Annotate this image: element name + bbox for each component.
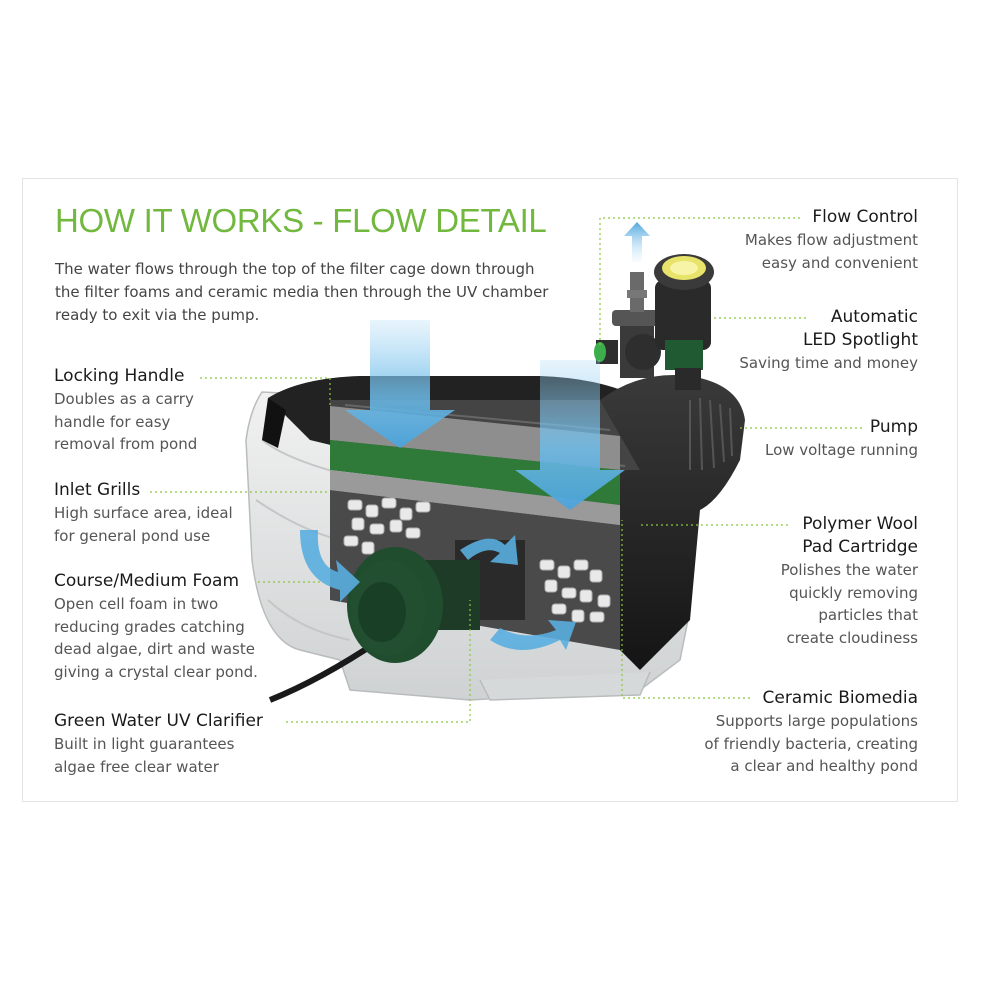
callout-title: Course/Medium Foam (54, 571, 240, 591)
callout-locking-handle: Locking Handle Doubles as a carry handle… (54, 365, 197, 456)
callout-title: Inlet Grills (54, 480, 141, 500)
callout-desc: quickly removing (789, 583, 918, 602)
callout-inlet-grills: Inlet Grills High surface area, ideal fo… (54, 479, 233, 547)
callout-course-medium-foam: Course/Medium Foam Open cell foam in two… (54, 570, 258, 683)
callout-led-spotlight: Automatic LED Spotlight Saving time and … (739, 306, 918, 375)
callout-desc: create cloudiness (786, 628, 918, 647)
callout-flow-control: Flow Control Makes flow adjustment easy … (745, 206, 918, 274)
callout-desc: Polishes the water (780, 561, 918, 579)
callout-desc: particles that (818, 606, 918, 624)
callout-desc: High surface area, ideal (54, 504, 233, 522)
callout-desc: Saving time and money (739, 354, 918, 372)
callout-ceramic-biomedia: Ceramic Biomedia Supports large populati… (704, 687, 918, 778)
callout-desc: handle for easy (54, 412, 171, 431)
intro-line: The water flows through the top of the f… (55, 260, 535, 278)
callout-desc: algae free clear water (54, 757, 219, 776)
callout-desc: removal from pond (54, 435, 198, 453)
callout-title: Flow Control (812, 207, 918, 227)
callout-desc: dead algae, dirt and waste (54, 640, 255, 658)
callout-title: Automatic (830, 307, 918, 327)
intro-line: the filter foams and ceramic media then … (55, 283, 549, 301)
callout-desc: reducing grades catching (54, 617, 245, 636)
flow-control-valve (594, 272, 662, 378)
pump-housing (600, 375, 745, 670)
callout-desc: of friendly bacteria, creating (704, 734, 918, 753)
callout-title: Locking Handle (54, 366, 185, 386)
callout-desc: easy and convenient (761, 253, 918, 272)
callout-desc: Doubles as a carry (54, 390, 194, 408)
callout-desc: Makes flow adjustment (744, 231, 918, 249)
callout-title: Pump (869, 417, 918, 437)
callout-title: Ceramic Biomedia (762, 688, 918, 708)
intro-line: ready to exit via the pump. (55, 306, 260, 324)
callout-desc: for general pond use (54, 526, 211, 545)
callout-desc: Open cell foam in two (54, 595, 219, 613)
flow-arrows (300, 222, 650, 650)
led-spotlight (654, 254, 714, 390)
callout-pump: Pump Low voltage running (765, 416, 918, 462)
callout-title: LED Spotlight (802, 330, 918, 350)
callout-desc: giving a crystal clear pond. (54, 662, 258, 681)
callout-title: Green Water UV Clarifier (54, 711, 263, 731)
callout-desc: Built in light guarantees (54, 735, 235, 753)
leader-lines (150, 217, 862, 723)
callout-polymer-wool: Polymer Wool Pad Cartridge Polishes the … (781, 513, 918, 649)
callout-title: Polymer Wool (802, 514, 918, 534)
callout-desc: Supports large populations (715, 712, 918, 730)
callout-uv-clarifier: Green Water UV Clarifier Built in light … (54, 710, 263, 778)
callout-desc: a clear and healthy pond (730, 757, 918, 775)
intro-text: The water flows through the top of the f… (55, 258, 555, 327)
callout-desc: Low voltage running (764, 441, 918, 459)
callout-title: Pad Cartridge (802, 537, 918, 557)
page-title: HOW IT WORKS - FLOW DETAIL (55, 202, 547, 239)
uv-clarifier-unit (268, 547, 480, 703)
